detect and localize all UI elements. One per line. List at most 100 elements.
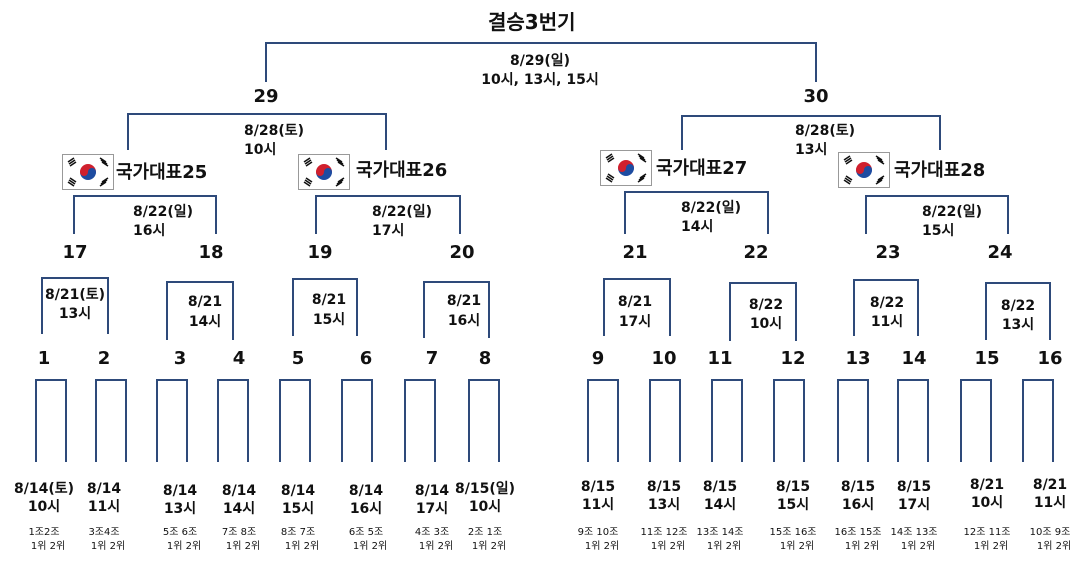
match-time: 11시 xyxy=(1033,495,1067,511)
match-date: 8/14 xyxy=(86,481,122,497)
south-korea-flag-icon xyxy=(62,154,114,190)
round2-time: 13시 xyxy=(58,306,92,322)
final-date: 8/29(일) xyxy=(509,53,571,69)
round2-time: 15시 xyxy=(312,312,346,328)
match-groups: 2조 1조 xyxy=(467,527,503,538)
match-date: 8/15 xyxy=(702,479,738,495)
bracket-match-18 xyxy=(166,281,234,340)
match-ranks: 1위 2위 xyxy=(973,541,1009,552)
match-ranks: 1위 2위 xyxy=(900,541,936,552)
quarter-date: 8/22(일) xyxy=(133,204,194,220)
bracket-match-12 xyxy=(773,379,805,462)
final-times: 10시, 13시, 15시 xyxy=(481,72,599,88)
match-date: 8/14 xyxy=(221,483,257,499)
semi-30-time: 13시 xyxy=(795,142,828,158)
match-time: 17시 xyxy=(897,497,931,513)
match-time: 15시 xyxy=(776,497,810,513)
bracket-quarter-25 xyxy=(73,195,217,234)
round2-time: 13시 xyxy=(1001,317,1035,333)
bracket-match-7 xyxy=(404,379,436,462)
semi-29-time: 10시 xyxy=(244,142,277,158)
match-time: 10시 xyxy=(27,499,61,515)
match-groups: 13조 14조 xyxy=(696,527,744,538)
round2-date: 8/21 xyxy=(617,294,653,310)
bracket-match-17 xyxy=(41,277,109,334)
match-ranks: 1위 2위 xyxy=(706,541,742,552)
match-date: 8/14 xyxy=(280,483,316,499)
semi-29-date: 8/28(토) xyxy=(244,123,305,139)
round2-date: 8/22 xyxy=(1000,298,1036,314)
round2-date: 8/22 xyxy=(748,297,784,313)
match-date: 8/15 xyxy=(840,479,876,495)
match-groups: 4조 3조 xyxy=(414,527,450,538)
bracket-title: 결승3번기 xyxy=(488,10,576,34)
bracket-match-21 xyxy=(603,278,671,336)
south-korea-flag-icon xyxy=(600,150,652,186)
match-number-15: 15 xyxy=(974,348,1000,369)
bracket-match-6 xyxy=(341,379,373,462)
match-time: 13시 xyxy=(163,501,197,517)
bracket-match-5 xyxy=(279,379,311,462)
match-ranks: 1위 2위 xyxy=(650,541,686,552)
match-ranks: 1위 2위 xyxy=(1036,541,1072,552)
bracket-final xyxy=(265,42,817,82)
match-time: 15시 xyxy=(281,501,315,517)
match-number-4: 4 xyxy=(232,348,246,369)
bracket-match-22 xyxy=(729,282,797,341)
team-name: 국가대표28 xyxy=(894,160,986,181)
match-groups: 3조4조 xyxy=(88,527,120,538)
match-number-17: 17 xyxy=(62,242,88,263)
match-number-5: 5 xyxy=(291,348,305,369)
south-korea-flag-icon xyxy=(838,152,890,188)
match-number-11: 11 xyxy=(707,348,733,369)
match-number-8: 8 xyxy=(478,348,492,369)
quarter-date: 8/22(일) xyxy=(372,204,433,220)
bracket-quarter-27 xyxy=(624,191,769,234)
semi-30-date: 8/28(토) xyxy=(795,123,856,139)
bracket-quarter-28 xyxy=(865,195,1009,234)
match-number-30: 30 xyxy=(803,86,829,107)
match-date: 8/14(토) xyxy=(13,481,75,497)
match-date: 8/14 xyxy=(348,483,384,499)
match-number-7: 7 xyxy=(425,348,439,369)
match-time: 14시 xyxy=(222,501,256,517)
match-number-22: 22 xyxy=(743,242,769,263)
bracket-match-16 xyxy=(1022,379,1054,462)
round2-time: 16시 xyxy=(447,313,481,329)
bracket-match-19 xyxy=(292,278,358,336)
match-ranks: 1위 2위 xyxy=(30,541,66,552)
match-groups: 11조 12조 xyxy=(640,527,688,538)
match-groups: 7조 8조 xyxy=(221,527,257,538)
match-number-18: 18 xyxy=(198,242,224,263)
match-number-14: 14 xyxy=(901,348,927,369)
match-number-3: 3 xyxy=(173,348,187,369)
bracket-semi-30 xyxy=(681,115,941,150)
match-date: 8/14 xyxy=(414,483,450,499)
bracket-match-23 xyxy=(853,279,919,336)
match-number-2: 2 xyxy=(97,348,111,369)
match-groups: 9조 10조 xyxy=(577,527,619,538)
match-ranks: 1위 2위 xyxy=(90,541,126,552)
match-number-12: 12 xyxy=(780,348,806,369)
match-time: 11시 xyxy=(87,499,121,515)
team-name: 국가대표27 xyxy=(656,158,748,179)
round2-time: 10시 xyxy=(749,316,783,332)
match-ranks: 1위 2위 xyxy=(352,541,388,552)
quarter-time: 17시 xyxy=(372,223,405,239)
match-ranks: 1위 2위 xyxy=(284,541,320,552)
match-time: 13시 xyxy=(647,497,681,513)
match-number-20: 20 xyxy=(449,242,475,263)
bracket-match-24 xyxy=(985,282,1051,340)
match-groups: 8조 7조 xyxy=(280,527,316,538)
bracket-match-15 xyxy=(960,379,992,462)
bracket-match-8 xyxy=(468,379,500,462)
match-number-6: 6 xyxy=(359,348,373,369)
match-time: 16시 xyxy=(841,497,875,513)
match-groups: 1조2조 xyxy=(28,527,60,538)
round2-time: 11시 xyxy=(870,314,904,330)
match-date: 8/14 xyxy=(162,483,198,499)
match-time: 16시 xyxy=(349,501,383,517)
match-groups: 14조 13조 xyxy=(890,527,938,538)
